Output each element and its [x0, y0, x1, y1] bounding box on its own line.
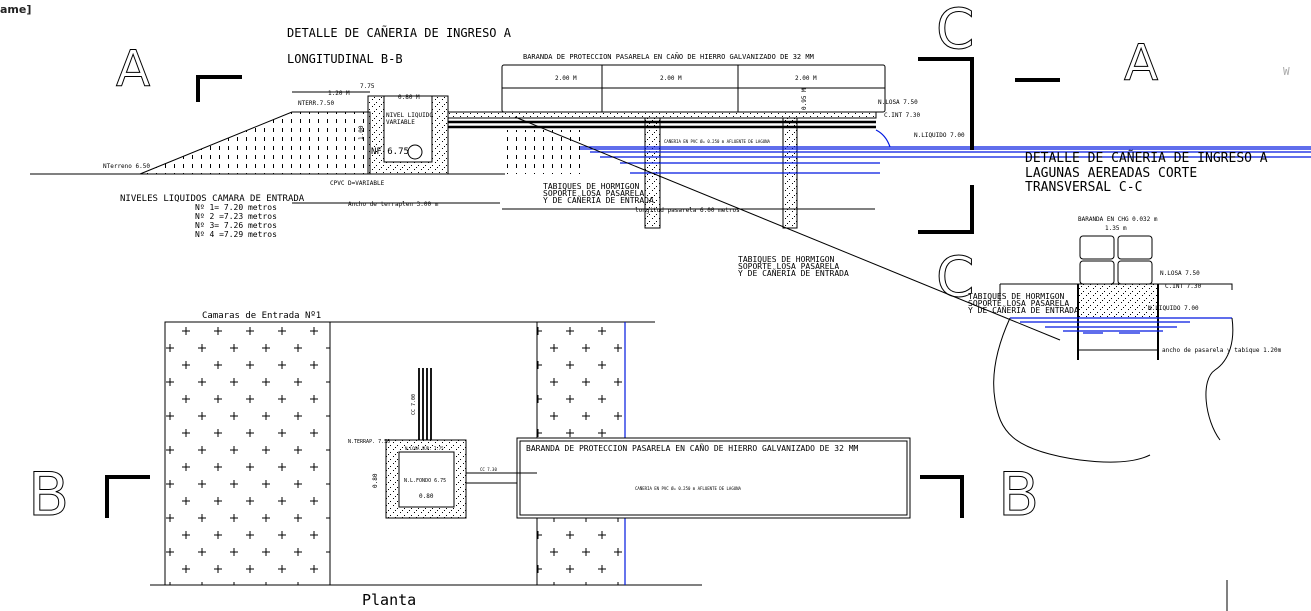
dim-120: 1.20 M — [328, 90, 350, 97]
cc-nlosa: N.LOSA 7.50 — [1160, 270, 1200, 277]
variable-label: VARIABLE — [386, 119, 415, 126]
planta-label: Planta — [362, 591, 416, 609]
nivel-2: Nº 2 =7.23 metros — [195, 212, 277, 221]
fill-hatch — [500, 130, 580, 174]
tabiques-mid-2: SOPORTE LOSA PASARELA — [738, 262, 839, 271]
section-cc: C A W DETALLE DE CAÑERIA DE INGRESO A LA… — [738, 0, 1290, 611]
railing-bars — [502, 65, 885, 112]
dim-100: 1.00 — [358, 125, 365, 140]
dim-080: 0.80 M — [398, 94, 420, 101]
cc-nliquido: N.LIQUIDO 7.00 — [1148, 305, 1199, 312]
camaras-label: Camaras de Entrada Nº1 — [202, 311, 321, 321]
section-letter-c-top: C — [936, 0, 974, 61]
section-marker-c-bottom — [918, 185, 974, 234]
plan-railing-title: BARANDA DE PROTECCION PASARELA EN CAÑO D… — [526, 443, 859, 453]
dim-080-h: 0.80 — [419, 493, 434, 500]
edge-mark: W — [1283, 65, 1290, 78]
cc-700: CC 7.00 — [411, 394, 417, 415]
section-letter-a-right: A — [1124, 34, 1158, 92]
plan-chamber-interior — [398, 451, 455, 508]
rail-panel — [1079, 235, 1115, 260]
cpvc-label: CPVC D=VARIABLE — [330, 180, 385, 187]
dim-080-v: 0.80 — [372, 473, 379, 488]
cc-water — [1010, 317, 1232, 334]
dim-095: 0.95 M — [801, 88, 808, 110]
section-marker-b-right — [920, 475, 964, 518]
nlosa-label: N.LOSA 7.50 — [878, 99, 918, 106]
cint-label: C.INT 7.30 — [884, 112, 921, 119]
title-line1: DETALLE DE CAÑERIA DE INGRESO A — [287, 25, 512, 40]
nf-label: NF 6.75 — [371, 147, 409, 157]
section-letter-b-left: B — [28, 460, 69, 530]
section-letter-a-left: A — [116, 40, 150, 98]
cc-terrain — [993, 317, 1234, 463]
embankment-right-bottom — [536, 517, 626, 586]
tabiques-right-1: TABIQUES DE HORMIGON — [968, 292, 1065, 301]
nterr-label: NTERR.7.50 — [298, 100, 335, 107]
ancho-pasarela: ancho de pasarela y tabique 1.20m — [1162, 347, 1282, 354]
span-label-1: 2.00 M — [555, 75, 577, 82]
water-curve — [875, 129, 891, 148]
nivel-1: Nº 1= 7.20 metros — [195, 203, 277, 212]
nivel-liquido-label: NIVEL LIQUIDO — [386, 112, 433, 119]
rail-panel — [1117, 235, 1153, 260]
embankment-right-top — [536, 321, 626, 439]
rail-panel — [1117, 260, 1153, 285]
nlfondo-label: N.L.FONDO 6.75 — [404, 478, 446, 484]
slab — [447, 111, 877, 119]
section-marker-b-left — [105, 475, 150, 518]
section-marker-c-top — [918, 57, 974, 150]
section-bb: A DETALLE DE CAÑERIA DE INGRESO A LONGIT… — [30, 25, 1311, 341]
cc-title-2: LAGUNAS AEREADAS CORTE — [1025, 166, 1197, 181]
cc-cint: C.INT 7.30 — [1165, 283, 1202, 290]
ancho-terraplen: Ancho de terraplen 3.00 m — [348, 201, 439, 208]
walkway-railing — [516, 437, 911, 519]
section-letter-b-right: B — [998, 460, 1039, 530]
section-letter-c-bottom: C — [936, 245, 974, 309]
tabiques-mid-1: TABIQUES DE HORMIGON — [738, 255, 835, 264]
tabiques-1: TABIQUES DE HORMIGON — [543, 182, 640, 191]
walkway-inner — [519, 440, 908, 516]
nliquido-label: N.LIQUIDO 7.00 — [914, 132, 965, 139]
span-label-2: 2.00 M — [660, 75, 682, 82]
nivel-3: Nº 3= 7.26 metros — [195, 221, 277, 230]
tabiques-2: SOPORTE LOSA PASARELA — [543, 189, 644, 198]
embankment-left — [164, 321, 331, 586]
tabiques-right-2: SOPORTE LOSA PASARELA — [968, 299, 1069, 308]
nterreno-label: NTerreno 6.50 — [103, 163, 150, 170]
inlet-pipe — [418, 368, 432, 440]
water-lines — [580, 146, 1311, 174]
cc-730: CC 7.30 — [480, 467, 497, 472]
window-title-fragment: ame] — [0, 3, 32, 16]
plan-caneria-label: CAÑERIA EN PVC Ø= 0.250 m AFLUENTE DE LA… — [635, 486, 742, 491]
railing-title: BARANDA DE PROTECCION PASARELA EN CAÑO D… — [523, 52, 814, 61]
section-marker-left — [196, 75, 242, 102]
plan-pipe — [466, 472, 537, 484]
span-label-3: 2.00 M — [795, 75, 817, 82]
nivel-4: Nº 4 =7.29 metros — [195, 230, 277, 239]
tabiques-mid-3: Y DE CAÑERIA DE ENTRADA — [738, 268, 849, 278]
baranda-label: BARANDA EN CHG 0.032 m — [1078, 216, 1158, 223]
cc-slab — [1077, 283, 1159, 319]
plan-view: Camaras de Entrada Nº1 BARANDA DE PROTEC… — [28, 311, 1040, 609]
leader-diagonal — [514, 116, 1061, 341]
tabiques-3: Y DE CAÑERIA DE ENTRADA — [543, 195, 654, 205]
niveles-title: NIVELES LIQUIDOS CAMARA DE ENTRADA — [120, 194, 305, 204]
plan-nlosa: N.LOSA SUP. 7.75 — [405, 446, 444, 451]
embankment — [139, 111, 371, 175]
pipe-circle — [407, 144, 423, 160]
cc-title-1: DETALLE DE CAÑERIA DE INGRESO A — [1025, 150, 1268, 166]
pipe-lines — [448, 120, 876, 129]
rail-panel — [1079, 260, 1115, 285]
nterrap-label: N.TERRAP. 7.50 — [348, 439, 390, 445]
cc-title-3: TRANSVERSAL C-C — [1025, 180, 1142, 195]
dim-775: 7.75 — [360, 83, 375, 90]
dim-135: 1.35 m — [1105, 225, 1127, 232]
title-line2: LONGITUDINAL B-B — [287, 52, 403, 66]
tabiques-right-3: Y DE CAÑERIA DE ENTRADA — [968, 305, 1079, 315]
caneria-label: CAÑERIA EN PVC Ø= 0.250 m AFLUENTE DE LA… — [664, 139, 771, 144]
longitud-pasarela: longitud pasarela 6.00 metros — [635, 207, 740, 214]
